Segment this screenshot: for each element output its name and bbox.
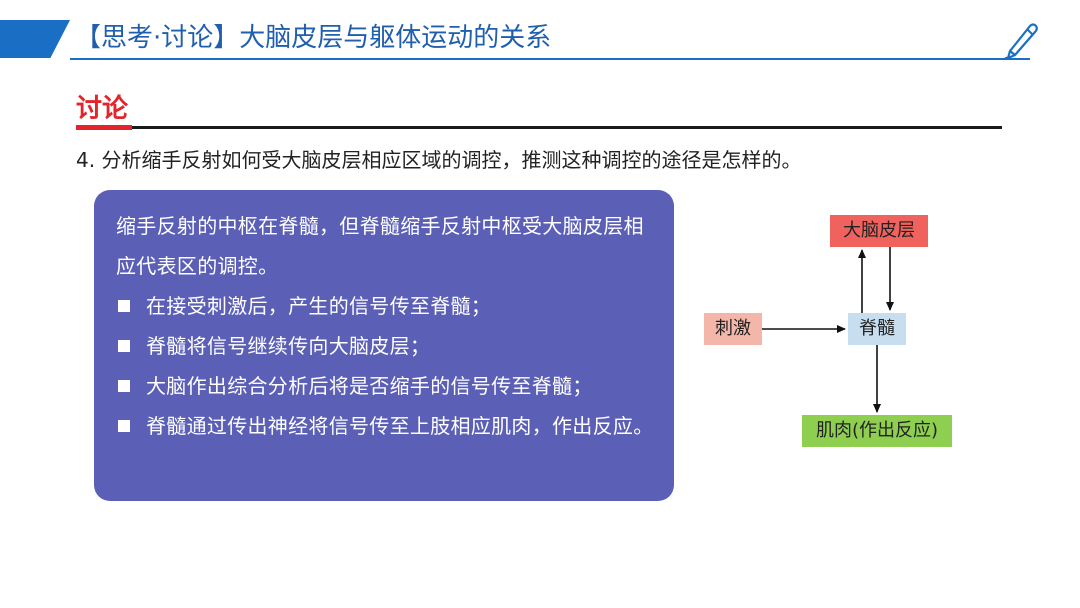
answer-bullet-item: 大脑作出综合分析后将是否缩手的信号传至脊髓； — [116, 366, 660, 406]
answer-bullet-item: 脊髓将信号继续传向大脑皮层； — [116, 326, 660, 366]
section-divider-accent — [76, 125, 132, 130]
node-muscle-response: 肌肉(作出反应) — [802, 415, 952, 447]
diagram-arrows — [762, 247, 894, 413]
page-title: 【思考·讨论】大脑皮层与躯体运动的关系 — [75, 23, 552, 53]
pen-icon — [1003, 23, 1038, 60]
header: 【思考·讨论】大脑皮层与躯体运动的关系 — [0, 0, 1080, 62]
answer-intro: 缩手反射的中枢在脊髓，但脊髓缩手反射中枢受大脑皮层相应代表区的调控。 — [116, 214, 644, 278]
square-bullet-icon — [118, 420, 130, 432]
square-bullet-icon — [118, 380, 130, 392]
node-cerebral-cortex: 大脑皮层 — [830, 215, 928, 247]
square-bullet-icon — [118, 340, 130, 352]
reflex-pathway-diagram: 大脑皮层 刺激 脊髓 肌肉(作出反应) — [690, 200, 990, 470]
node-spinal-cord: 脊髓 — [848, 313, 906, 345]
header-accent-bar — [0, 20, 70, 58]
answer-bullet-item: 在接受刺激后，产生的信号传至脊髓； — [116, 286, 660, 326]
question-text: 4. 分析缩手反射如何受大脑皮层相应区域的调控，推测这种调控的途径是怎样的。 — [76, 148, 802, 172]
section-divider — [76, 126, 1002, 129]
answer-box: 缩手反射的中枢在脊髓，但脊髓缩手反射中枢受大脑皮层相应代表区的调控。 在接受刺激… — [94, 190, 674, 501]
header-divider — [70, 58, 1030, 60]
answer-bullet-list: 在接受刺激后，产生的信号传至脊髓； 脊髓将信号继续传向大脑皮层； 大脑作出综合分… — [116, 286, 660, 446]
answer-bullet-item: 脊髓通过传出神经将信号传至上肢相应肌肉，作出反应。 — [116, 406, 660, 446]
node-stimulus: 刺激 — [704, 313, 762, 345]
section-label: 讨论 — [76, 94, 129, 124]
square-bullet-icon — [118, 300, 130, 312]
